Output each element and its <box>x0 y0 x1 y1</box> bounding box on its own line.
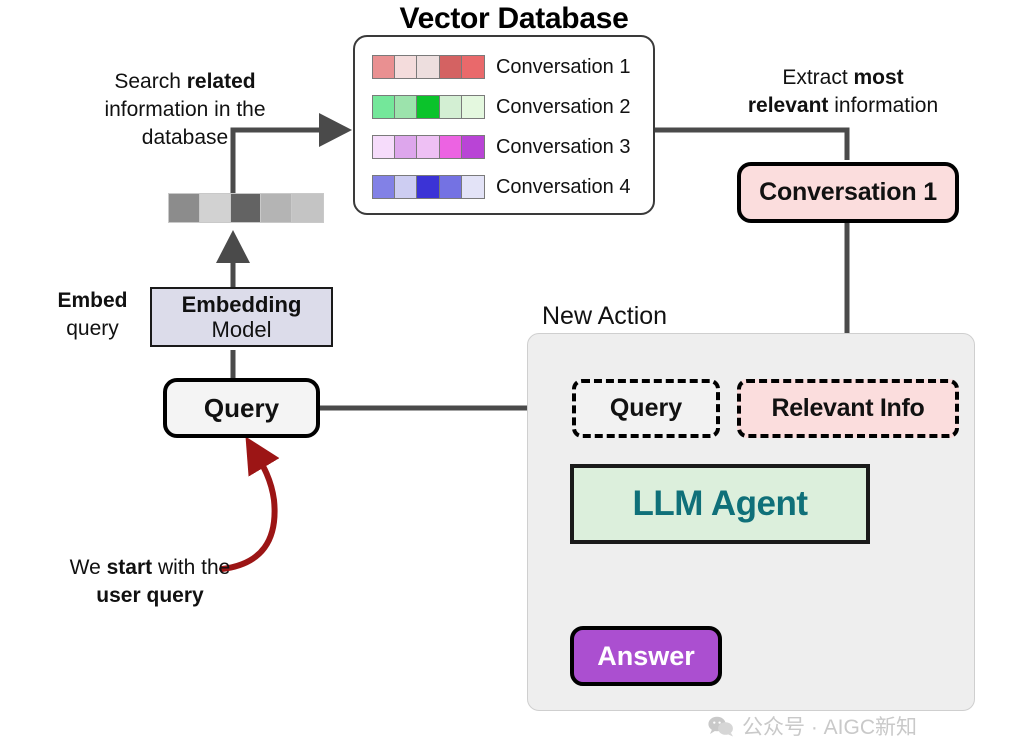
annotation-start-line1-bold: start <box>106 556 153 579</box>
annotation-extract-line2-bold: relevant <box>747 94 829 117</box>
query-vector-cell <box>199 194 231 222</box>
conversation-vector-swatches <box>372 55 485 79</box>
vector-cell <box>461 176 484 198</box>
vector-database-card: Conversation 1 Conversation 2 Conversation… <box>353 35 655 215</box>
conversation-label: Conversation 2 <box>495 95 631 118</box>
page-title: Vector Database <box>399 2 629 35</box>
embedding-model-line1: Embedding <box>181 291 302 317</box>
embedded-query-vector <box>168 193 324 223</box>
annotation-start-line2-bold: user query <box>96 584 204 607</box>
annotation-extract-line2-plain: information <box>828 94 939 117</box>
new-action-query-box[interactable]: Query <box>572 379 720 438</box>
vector-cell <box>417 56 440 78</box>
annotation-extract-line1-plain: Extract <box>782 66 854 89</box>
query-vector-cell <box>169 194 200 222</box>
retrieved-conversation-box[interactable]: Conversation 1 <box>737 162 959 223</box>
annotation-search-line1-plain: Search <box>114 70 187 93</box>
conversation-row[interactable]: Conversation 3 <box>372 135 630 159</box>
vector-cell <box>417 176 440 198</box>
vector-cell <box>373 96 396 118</box>
relevant-info-box[interactable]: Relevant Info <box>737 379 959 438</box>
vector-cell <box>417 136 440 158</box>
vector-cell <box>395 176 418 198</box>
vector-cell <box>373 176 396 198</box>
conversation-row[interactable]: Conversation 4 <box>372 175 630 199</box>
wechat-icon <box>708 716 734 737</box>
vector-cell <box>439 176 462 198</box>
wire-database-to-conversation <box>655 127 850 160</box>
vector-cell <box>395 56 418 78</box>
annotation-embed: Embed query <box>30 287 155 343</box>
conversation-label: Conversation 3 <box>495 135 631 158</box>
vector-cell <box>373 136 396 158</box>
embedding-model-box[interactable]: Embedding Model <box>150 287 333 347</box>
red-curved-arrow <box>219 436 280 572</box>
annotation-start: We start with the user query <box>25 554 275 610</box>
embedding-model-line2: Model <box>211 316 272 342</box>
annotation-embed-plain: query <box>66 317 119 340</box>
conversation-vector-swatches <box>372 175 485 199</box>
annotation-search-line2: information in the <box>104 98 266 121</box>
query-vector-cell <box>292 194 323 222</box>
annotation-start-line1-b: with the <box>152 556 231 579</box>
conversation-row[interactable]: Conversation 1 <box>372 55 630 79</box>
conversation-vector-swatches <box>372 95 485 119</box>
conversation-vector-swatches <box>372 135 485 159</box>
vector-cell <box>395 136 418 158</box>
query-vector-cell <box>261 194 293 222</box>
watermark: 公众号 · AIGC新知 <box>708 711 917 741</box>
conversation-row[interactable]: Conversation 2 <box>372 95 630 119</box>
annotation-start-line1-a: We <box>69 556 107 579</box>
conversation-label: Conversation 4 <box>495 175 631 198</box>
annotation-search: Search related information in the databa… <box>60 68 310 152</box>
vector-cell <box>439 136 462 158</box>
annotation-extract: Extract most relevant information <box>703 64 983 120</box>
vector-cell <box>461 96 484 118</box>
vector-cell <box>417 96 440 118</box>
watermark-text: 公众号 · AIGC新知 <box>742 716 918 739</box>
new-action-label: New Action <box>542 302 668 330</box>
query-vector-cell <box>230 194 262 222</box>
vector-cell <box>395 96 418 118</box>
vector-cell <box>461 56 484 78</box>
answer-box[interactable]: Answer <box>570 626 722 686</box>
query-box[interactable]: Query <box>163 378 320 438</box>
annotation-extract-line1-bold: most <box>853 66 904 89</box>
conversation-label: Conversation 1 <box>495 55 631 78</box>
annotation-search-line3: database <box>141 126 229 149</box>
vector-cell <box>439 56 462 78</box>
vector-cell <box>373 56 396 78</box>
annotation-embed-bold: Embed <box>57 289 128 312</box>
vector-cell <box>461 136 484 158</box>
vector-cell <box>439 96 462 118</box>
llm-agent-box[interactable]: LLM Agent <box>570 464 870 544</box>
annotation-search-line1-bold: related <box>186 70 256 93</box>
